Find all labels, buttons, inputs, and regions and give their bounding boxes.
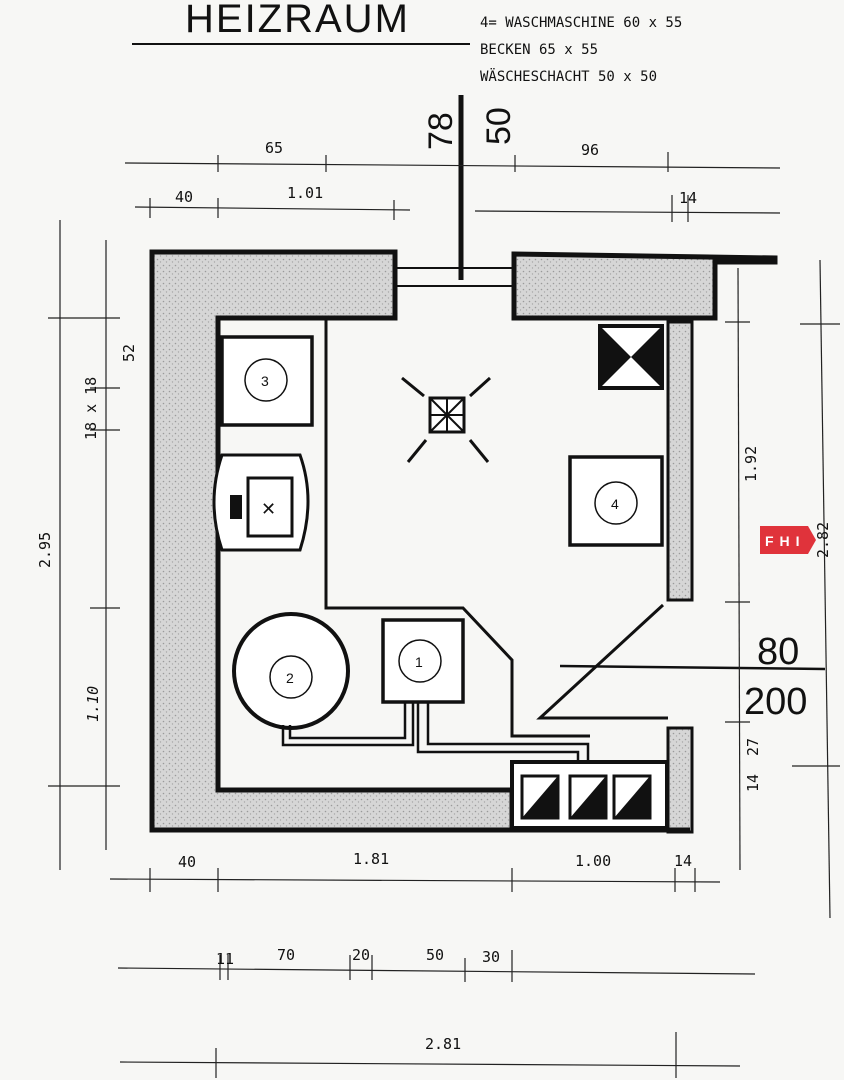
plan-title: HEIZRAUM [185, 0, 410, 41]
fhi-badge: FHI [760, 526, 816, 554]
equipment-2-number: 2 [286, 670, 294, 686]
dim-1-81: 1.81 [353, 850, 389, 868]
window-line [559, 664, 826, 671]
inner-partition [324, 320, 590, 738]
dim-40-top: 40 [175, 188, 193, 206]
dim-50: 50 [426, 946, 444, 964]
equipment-3-number: 3 [261, 373, 269, 389]
dim-14-top: 14 [679, 189, 697, 207]
laundry-chute [598, 324, 664, 390]
dim-1-10: 1.10 [84, 686, 102, 722]
equipment-4-circle [594, 481, 638, 525]
dim-70: 70 [277, 946, 295, 964]
bottom-dimension-row-2: 11 70 20 50 30 [117, 946, 756, 982]
dim-2-81: 2.81 [425, 1035, 461, 1053]
left-dimensions: 2.95 52 18 x 18 1.10 [36, 220, 138, 870]
legend-line-1: 4= WASCHMASCHINE 60 x 55 [480, 15, 682, 31]
dim-40-bottom: 40 [178, 853, 196, 871]
equipment-1-circle [398, 639, 442, 683]
equipment-2-circle [269, 655, 313, 699]
svg-text:✕: ✕ [261, 499, 276, 519]
bottom-dimension-row-1: 40 1.81 1.00 14 [109, 850, 721, 892]
pipe-left [281, 702, 415, 747]
dim-14-bottom: 14 [674, 852, 692, 870]
dim-2-95: 2.95 [36, 532, 54, 568]
window-label-top: 80 [757, 631, 799, 673]
dim-14-right: 14 [744, 774, 762, 792]
sink-basin: ✕ [212, 453, 310, 552]
legend-line-3: WÄSCHESCHACHT 50 x 50 [480, 67, 657, 85]
dim-11: 11 [216, 950, 234, 968]
chimney-label-bottom: 50 [480, 107, 518, 145]
window-label-bottom: 200 [744, 681, 807, 723]
equipment-4-number: 4 [611, 496, 619, 512]
legend-line-2: BECKEN 65 x 55 [480, 42, 598, 58]
dim-1-01: 1.01 [287, 184, 323, 202]
dim-52: 52 [120, 344, 138, 362]
bottom-total-dimension: 2.81 [119, 1032, 741, 1078]
top-dimension-row-1: 65 96 [124, 139, 781, 172]
dim-65: 65 [265, 139, 283, 157]
dim-20: 20 [352, 946, 370, 964]
equipment-1-number: 1 [415, 654, 423, 670]
floor-drain [401, 376, 492, 463]
dim-18x18: 18 x 18 [82, 377, 100, 440]
bottom-chutes [510, 760, 669, 830]
badge-text: FHI [765, 533, 806, 549]
dim-1-92: 1.92 [742, 446, 760, 482]
equipment-3-circle [244, 358, 288, 402]
dim-27: 27 [744, 738, 762, 756]
dim-1-00: 1.00 [575, 852, 611, 870]
right-dimensions: 1.92 2.82 27 14 [725, 259, 840, 919]
top-dimension-row-2: 40 1.01 14 [134, 184, 781, 222]
chimney-label-top: 78 [422, 112, 460, 150]
dim-30: 30 [482, 948, 500, 966]
door-swing [536, 603, 668, 720]
dim-96: 96 [581, 141, 599, 159]
dim-2-82: 2.82 [814, 522, 832, 558]
